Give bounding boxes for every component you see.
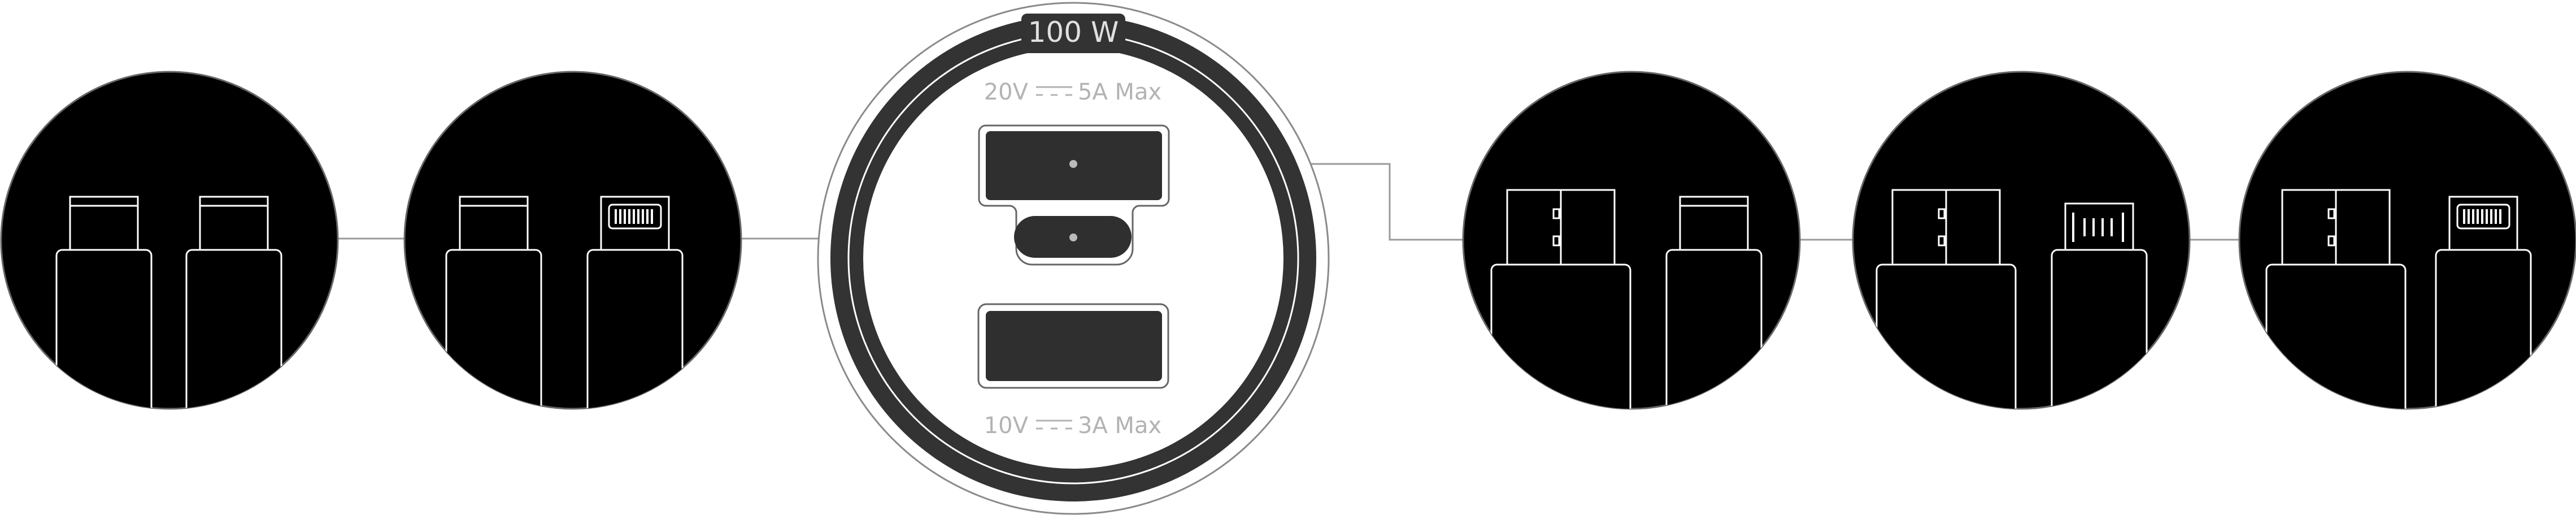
car-charger: 100 W 20V 5A Max 10V [817,2,1330,515]
power-label: 100 W [1028,16,1119,49]
usb-a-port[interactable] [986,311,1162,381]
usb-c-cable-body [1665,249,1763,409]
port-dot-top [1069,160,1077,168]
top-rating-voltage: 20V [984,79,1029,105]
micro-usb-cable-body [2051,249,2148,409]
combo-usba-usbc [1462,71,1801,410]
port-dot-usbc [1069,233,1077,241]
usb-a-cable-body [2265,263,2407,409]
usb-a-cable-body [1490,263,1631,409]
lightning-cable-body [586,249,684,409]
combo-circle [0,71,339,410]
usb-c-cable-body [185,249,282,409]
dc-symbol-icon [1036,86,1072,96]
usb-c-cable-body [445,249,542,409]
combo-usba-lightning [2238,71,2576,410]
usb-c-cable-body [55,249,153,409]
lightning-cable-body [2435,249,2532,409]
usb-c-plug-icon [69,196,139,251]
lightning-contacts-icon [2463,209,2501,224]
bottom-rating: 10V 3A Max [984,413,1162,439]
dc-symbol-icon [1036,419,1072,430]
combo-usbc-lightning [403,71,742,410]
usb-c-plug-icon [459,196,529,251]
usb-c-plug-icon [199,196,269,251]
usb-a-port-group [977,303,1169,389]
combo-usba-microusb [1852,71,2191,410]
combo-usbc-usbc [0,71,339,410]
usb-c-port-group [978,124,1170,266]
power-badge [1021,14,1125,53]
bottom-rating-current: 3A Max [1078,413,1161,439]
top-rating: 20V 5A Max [984,79,1162,105]
usb-c-plug-icon [1679,196,1749,251]
usb-a-cable-body [1876,263,2017,409]
lightning-contacts-icon [615,209,653,224]
top-rating-current: 5A Max [1078,79,1161,105]
bottom-rating-voltage: 10V [984,413,1029,439]
micro-usb-contacts-icon [2072,213,2124,242]
